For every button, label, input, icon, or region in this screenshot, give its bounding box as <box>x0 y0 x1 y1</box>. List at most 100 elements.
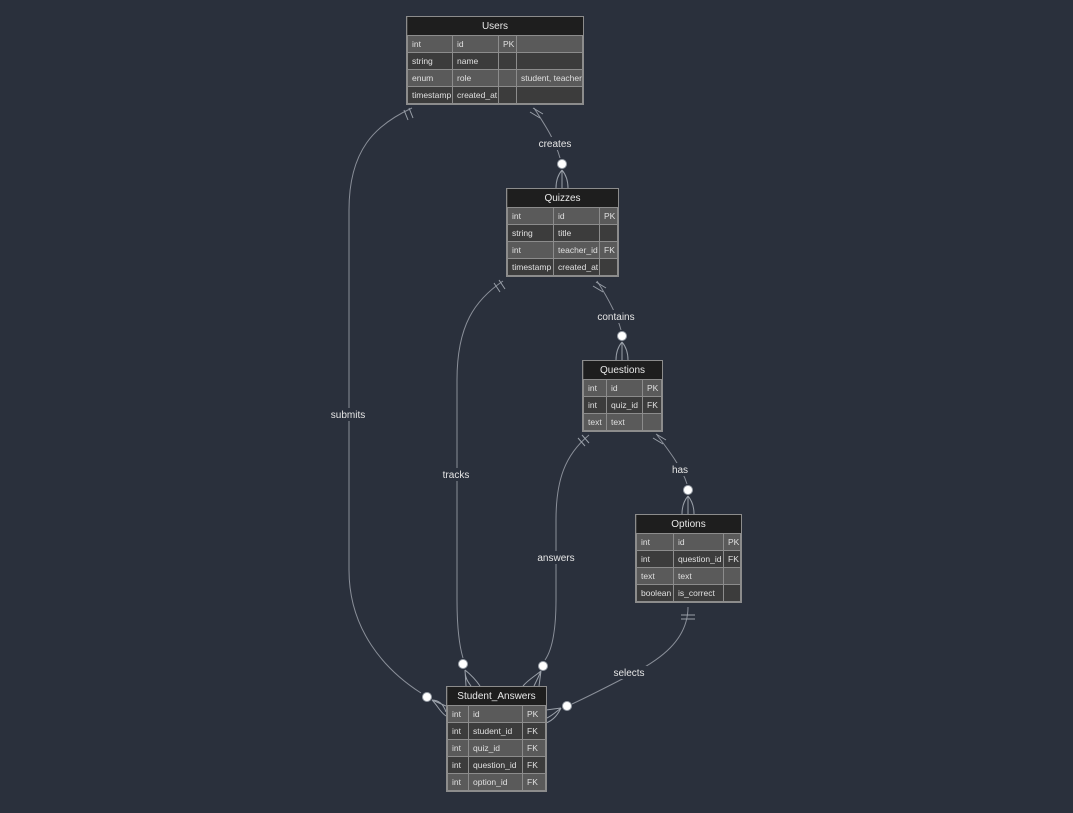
attr-name: title <box>553 224 600 242</box>
attr-type: enum <box>407 69 453 87</box>
table-row: int id PK <box>407 35 583 53</box>
attr-name: role <box>452 69 499 87</box>
relationship-submits: submits <box>330 107 447 717</box>
entity-title: Users <box>407 17 583 36</box>
table-row: string name <box>407 52 583 70</box>
table-row: enum role student, teacher <box>407 69 583 87</box>
attr-name: question_id <box>673 550 724 568</box>
attr-type: int <box>407 35 453 53</box>
table-row: boolean is_correct <box>636 584 741 602</box>
table-row: int quiz_id FK <box>447 739 546 757</box>
attr-name: text <box>606 413 643 431</box>
attr-name: created_at <box>553 258 600 276</box>
relationship-label-answers: answers <box>537 553 574 564</box>
relationship-contains: contains <box>592 280 636 361</box>
table-row: int question_id FK <box>636 550 741 568</box>
attr-comment <box>516 52 583 70</box>
relationship-label-submits: submits <box>331 410 365 421</box>
attr-name: question_id <box>468 756 523 774</box>
entity-title: Student_Answers <box>447 687 546 706</box>
attr-type: int <box>636 533 674 551</box>
table-row: int quiz_id FK <box>583 396 662 414</box>
attr-key <box>599 224 618 242</box>
attr-type: int <box>447 773 469 791</box>
attr-name: id <box>452 35 499 53</box>
attr-key <box>498 52 517 70</box>
attr-name: name <box>452 52 499 70</box>
attr-name: id <box>553 207 600 225</box>
attr-type: int <box>447 722 469 740</box>
attr-type: timestamp <box>507 258 554 276</box>
table-row: int id PK <box>583 379 662 397</box>
attr-name: id <box>673 533 724 551</box>
relationship-label-tracks: tracks <box>443 470 470 481</box>
attr-key: PK <box>522 705 546 723</box>
attr-key <box>723 567 741 585</box>
attr-type: int <box>507 207 554 225</box>
table-row: text text <box>636 567 741 585</box>
attr-key <box>723 584 741 602</box>
attr-key: FK <box>599 241 618 259</box>
entity-users: Users int id PK string name enum role st… <box>406 16 584 105</box>
attr-type: text <box>583 413 607 431</box>
attr-key: FK <box>522 773 546 791</box>
entity-student-answers: Student_Answers int id PK int student_id… <box>446 686 547 792</box>
relationship-answers: answers <box>522 434 590 687</box>
attr-comment <box>516 86 583 104</box>
table-row: int option_id FK <box>447 773 546 791</box>
attr-type: text <box>636 567 674 585</box>
attr-name: quiz_id <box>606 396 643 414</box>
attr-type: int <box>447 705 469 723</box>
attr-key <box>599 258 618 276</box>
attr-key: FK <box>522 739 546 757</box>
attr-type: boolean <box>636 584 674 602</box>
attr-name: created_at <box>452 86 499 104</box>
attr-key: FK <box>642 396 662 414</box>
entity-quizzes: Quizzes int id PK string title int teach… <box>506 188 619 277</box>
attr-key: FK <box>522 756 546 774</box>
attr-name: id <box>606 379 643 397</box>
attr-key: PK <box>642 379 662 397</box>
relationship-has: has <box>652 433 695 515</box>
relationship-selects: selects <box>544 606 695 724</box>
relationship-label-contains: contains <box>597 312 634 323</box>
table-row: timestamp created_at <box>507 258 618 276</box>
attr-key <box>642 413 662 431</box>
attr-type: int <box>447 756 469 774</box>
attr-comment <box>516 35 583 53</box>
table-row: int id PK <box>447 705 546 723</box>
entity-questions: Questions int id PK int quiz_id FK text … <box>582 360 663 432</box>
entity-title: Options <box>636 515 741 534</box>
relationship-creates: creates <box>529 107 573 189</box>
table-row: timestamp created_at <box>407 86 583 104</box>
attr-name: quiz_id <box>468 739 523 757</box>
attr-comment: student, teacher <box>516 69 583 87</box>
attr-type: int <box>507 241 554 259</box>
attr-name: option_id <box>468 773 523 791</box>
attr-type: int <box>636 550 674 568</box>
entity-title: Quizzes <box>507 189 618 208</box>
attr-name: teacher_id <box>553 241 600 259</box>
attr-type: string <box>407 52 453 70</box>
attr-key <box>498 86 517 104</box>
attr-key <box>498 69 517 87</box>
table-row: int student_id FK <box>447 722 546 740</box>
entity-title: Questions <box>583 361 662 380</box>
relationship-tracks: tracks <box>441 279 506 687</box>
attr-name: id <box>468 705 523 723</box>
attr-name: text <box>673 567 724 585</box>
attr-type: int <box>447 739 469 757</box>
attr-key: PK <box>599 207 618 225</box>
relationship-label-has: has <box>672 465 688 476</box>
attr-name: is_correct <box>673 584 724 602</box>
table-row: int teacher_id FK <box>507 241 618 259</box>
table-row: int id PK <box>636 533 741 551</box>
attr-key: FK <box>522 722 546 740</box>
relationship-label-creates: creates <box>539 139 572 150</box>
table-row: text text <box>583 413 662 431</box>
attr-type: int <box>583 396 607 414</box>
attr-type: int <box>583 379 607 397</box>
attr-key: PK <box>723 533 741 551</box>
attr-name: student_id <box>468 722 523 740</box>
